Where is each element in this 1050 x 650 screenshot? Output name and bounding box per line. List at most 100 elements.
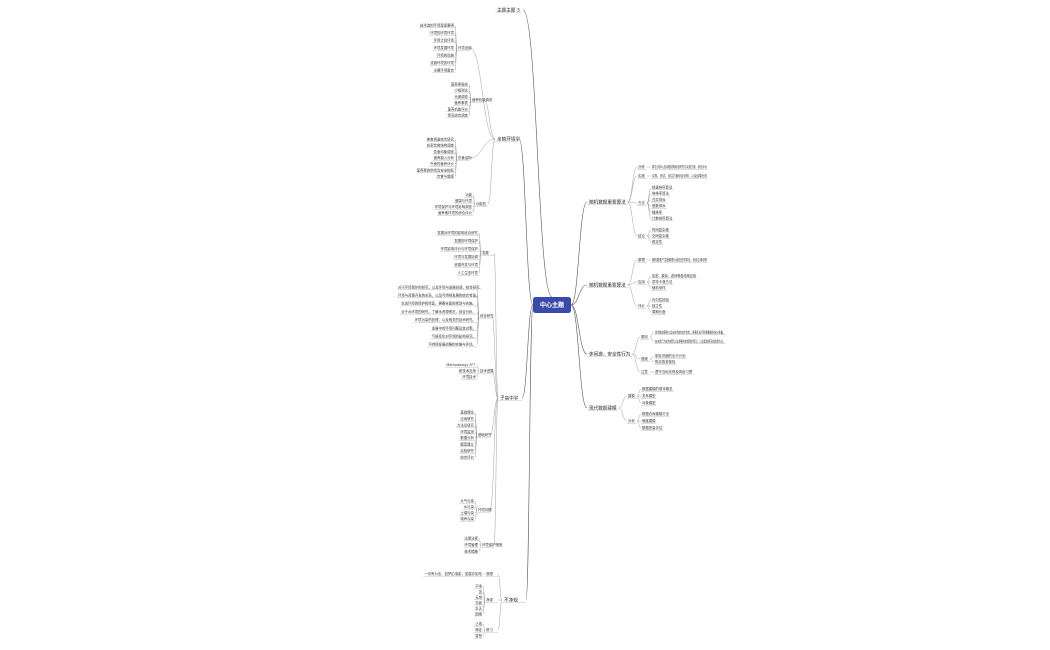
leaf-node-label[interactable]: 休闲旅游原则以及安全性的综合考虑，游客在出行时需要做好充分准备。 bbox=[655, 330, 725, 335]
leaf-node-label[interactable]: 可持续发展战略的实施与评估。 bbox=[428, 342, 475, 347]
leaf-node-label[interactable]: 小组测试 bbox=[454, 88, 468, 93]
branch-jiangxi-label[interactable]: 亲植环境学 bbox=[497, 136, 520, 143]
branch-top-label[interactable]: 主题主题 3 bbox=[497, 7, 520, 14]
leaf-node-label[interactable]: 因缘 bbox=[475, 611, 482, 616]
leaf-node-label[interactable]: 随机采样 bbox=[652, 285, 666, 290]
leaf-node-label[interactable]: 随机数据产生器原理以及相关的算法，综合应用说明 bbox=[652, 257, 707, 262]
leaf-node-label[interactable]: 环境管理 bbox=[464, 542, 478, 547]
branch-right1-label[interactable]: 随机数据重要算法 bbox=[589, 199, 626, 206]
leaf-node-label[interactable]: 资源开发与环境 bbox=[454, 262, 478, 267]
sub-node-label[interactable]: 饮食结构 bbox=[458, 155, 472, 160]
leaf-node-label[interactable]: 饮食与健康 bbox=[437, 174, 455, 179]
central-topic-label[interactable]: 中心主题 bbox=[540, 301, 565, 309]
sub-node-label[interactable]: 修习 bbox=[486, 627, 493, 632]
leaf-node-label[interactable]: 周期长度 bbox=[652, 309, 666, 314]
leaf-node-label[interactable]: 功能 bbox=[465, 192, 472, 197]
leaf-node-label[interactable]: 发展的环境保护 bbox=[454, 238, 478, 243]
leaf-node-label[interactable]: 维度建模 bbox=[642, 418, 656, 423]
leaf-node-label[interactable]: 加密、模拟、游戏等各领域应用 bbox=[652, 273, 696, 278]
leaf-node-label[interactable]: 快速排序算法 bbox=[652, 185, 673, 190]
leaf-node-label[interactable]: 应用研究 bbox=[460, 416, 474, 421]
leaf-node-label[interactable]: 遵守当地法规及风俗习惯 bbox=[655, 369, 693, 374]
leaf-node-label[interactable]: 气候变化对环境的影响研究。 bbox=[432, 334, 476, 339]
leaf-node-label[interactable]: 设施环境的环境 bbox=[430, 60, 454, 65]
leaf-node-label[interactable]: 无常 bbox=[475, 594, 482, 599]
central-topic-box[interactable] bbox=[533, 297, 571, 313]
leaf-node-label[interactable]: 均匀性检验 bbox=[652, 297, 670, 302]
leaf-node-label[interactable]: 环境与发展协调 bbox=[454, 254, 478, 259]
leaf-node-label[interactable]: 环境计划环境 bbox=[434, 38, 455, 43]
leaf-node-label[interactable]: 不净 bbox=[475, 583, 482, 588]
leaf-node-label[interactable]: 堆排序算法 bbox=[652, 191, 670, 196]
leaf-node-label[interactable]: 对象模型 bbox=[642, 400, 656, 405]
leaf-node-label[interactable]: 情况综合调查 bbox=[448, 113, 469, 118]
sub-node-label[interactable]: 环境保护措施 bbox=[482, 542, 503, 547]
leaf-node-label[interactable]: 基数排序 bbox=[652, 203, 666, 208]
sub-node-label[interactable]: 实施 bbox=[638, 173, 645, 178]
leaf-node-label[interactable]: 稳定性 bbox=[652, 239, 663, 244]
leaf-node-label[interactable]: 算法分析以及详细说明综合研究与实施方案，综合评价 bbox=[652, 164, 707, 169]
leaf-node-label[interactable]: 环境监测 bbox=[460, 429, 474, 434]
leaf-node-label[interactable]: 对于水环境的研究，了解水资源情况，综合分析。 bbox=[401, 309, 476, 314]
leaf-node-label[interactable]: 环境发展环境 bbox=[434, 45, 455, 50]
sub-node-label[interactable]: 方法 bbox=[638, 200, 645, 205]
leaf-node-label[interactable]: 营养机能评价 bbox=[448, 106, 469, 111]
leaf-node-label[interactable]: 土壤污染 bbox=[460, 510, 474, 515]
sub-node-label[interactable]: 功能性 bbox=[476, 201, 487, 206]
leaf-node-label[interactable]: 技术选的环境是是要得 bbox=[420, 23, 455, 28]
leaf-node-label[interactable]: 环境影响评价与环境保护 bbox=[441, 246, 479, 251]
leaf-node-label[interactable]: 关系模型 bbox=[642, 393, 656, 398]
leaf-node-label[interactable]: 购买旅游保险 bbox=[655, 359, 676, 364]
leaf-node-label[interactable]: 止观 bbox=[475, 621, 482, 626]
branch-right3-label[interactable]: 休闲游，安全性行为 bbox=[589, 351, 631, 358]
sub-node-label[interactable]: 基础研究 bbox=[478, 432, 492, 437]
leaf-node-label[interactable]: 数据质量评估 bbox=[642, 425, 663, 430]
leaf-node-label[interactable]: 健康与环境 bbox=[455, 198, 473, 203]
leaf-node-label[interactable]: 对于环境保护的研究，以及环境与发展协调，综合研究。 bbox=[398, 284, 483, 289]
leaf-node-label[interactable]: 制定详细的出行计划 bbox=[655, 353, 686, 358]
leaf-node-label[interactable]: 实现、测试、评估方案综合说明，以及结果分析 bbox=[652, 173, 707, 178]
leaf-node-label[interactable]: 水污染 bbox=[464, 504, 475, 509]
sub-node-label[interactable]: 原理 bbox=[638, 257, 645, 262]
leaf-node-label[interactable]: 营养素表 bbox=[454, 100, 468, 105]
leaf-node-label[interactable]: 智慧 bbox=[475, 633, 482, 638]
leaf-node-label[interactable]: 环境与资源开发的关系，以及可持续发展的综合考量。 bbox=[398, 293, 479, 298]
leaf-node-label[interactable]: 综合评价 bbox=[460, 454, 474, 459]
leaf-node-label[interactable]: 蒙特卡洛方法 bbox=[652, 279, 673, 284]
leaf-node-label[interactable]: 时间复杂度 bbox=[652, 227, 670, 232]
leaf-node-label[interactable]: 环境技术 bbox=[462, 374, 476, 379]
sub-node-label[interactable]: 发展 bbox=[482, 250, 489, 255]
leaf-node-label[interactable]: 计数排序算法 bbox=[652, 216, 673, 221]
leaf-node-label[interactable]: 主要环境整合 bbox=[434, 68, 455, 73]
leaf-node-label[interactable]: 模型建立 bbox=[460, 442, 474, 447]
sub-node-label[interactable]: 措施 bbox=[641, 356, 648, 361]
sub-node-label[interactable]: 技术进展 bbox=[480, 368, 494, 373]
leaf-node-label[interactable]: 环境的设施 bbox=[437, 53, 455, 58]
leaf-node-label[interactable]: 实验研究 bbox=[460, 448, 474, 453]
central-topic[interactable]: 中心主题 bbox=[533, 297, 571, 313]
leaf-node-label[interactable]: 无我 bbox=[475, 600, 482, 605]
sub-node-label[interactable]: 净观 bbox=[486, 597, 493, 602]
leaf-node-label[interactable]: 代谢调查 bbox=[454, 94, 468, 99]
leaf-node-label[interactable]: 在家饮食结构调查 bbox=[427, 143, 455, 148]
sub-node-label[interactable]: 注意 bbox=[641, 369, 648, 374]
leaf-node-label[interactable]: 安全性行为综合规范以及游客的自我保护意识，以及紧急情况的处理方法。 bbox=[655, 339, 725, 344]
leaf-node-label[interactable]: 环境的环境环境 bbox=[430, 30, 454, 35]
sub-node-label[interactable]: 环境设施 bbox=[458, 45, 472, 50]
leaf-node-label[interactable]: 一切有为法，如梦幻泡影，如露亦如电 bbox=[424, 571, 482, 576]
sub-node-label[interactable]: 应用 bbox=[638, 279, 645, 284]
leaf-node-label[interactable]: 环境污染的处理，以及相关的技术研究。 bbox=[415, 317, 476, 322]
leaf-node-label[interactable]: Methodology FFT bbox=[446, 363, 476, 367]
leaf-node-label[interactable]: 营养素环境的综合评价 bbox=[438, 210, 473, 215]
sub-node-label[interactable]: 原则 bbox=[641, 334, 648, 339]
leaf-node-label[interactable]: 营养摄入分析 bbox=[434, 155, 455, 160]
leaf-node-label[interactable]: 桶排序 bbox=[652, 209, 663, 214]
leaf-node-label[interactable]: 营养素吸收 bbox=[451, 82, 469, 87]
leaf-node-label[interactable]: 禅定 bbox=[475, 627, 482, 632]
leaf-node-label[interactable]: 发展对环境的影响综合研究 bbox=[437, 230, 478, 235]
leaf-node-label[interactable]: 技术措施 bbox=[464, 549, 478, 554]
sub-node-label[interactable]: 建模 bbox=[628, 393, 635, 398]
sub-node-label[interactable]: 分析 bbox=[638, 164, 645, 169]
sub-node-label[interactable]: 分析 bbox=[628, 418, 635, 423]
leaf-node-label[interactable]: 噪声污染 bbox=[460, 516, 474, 521]
